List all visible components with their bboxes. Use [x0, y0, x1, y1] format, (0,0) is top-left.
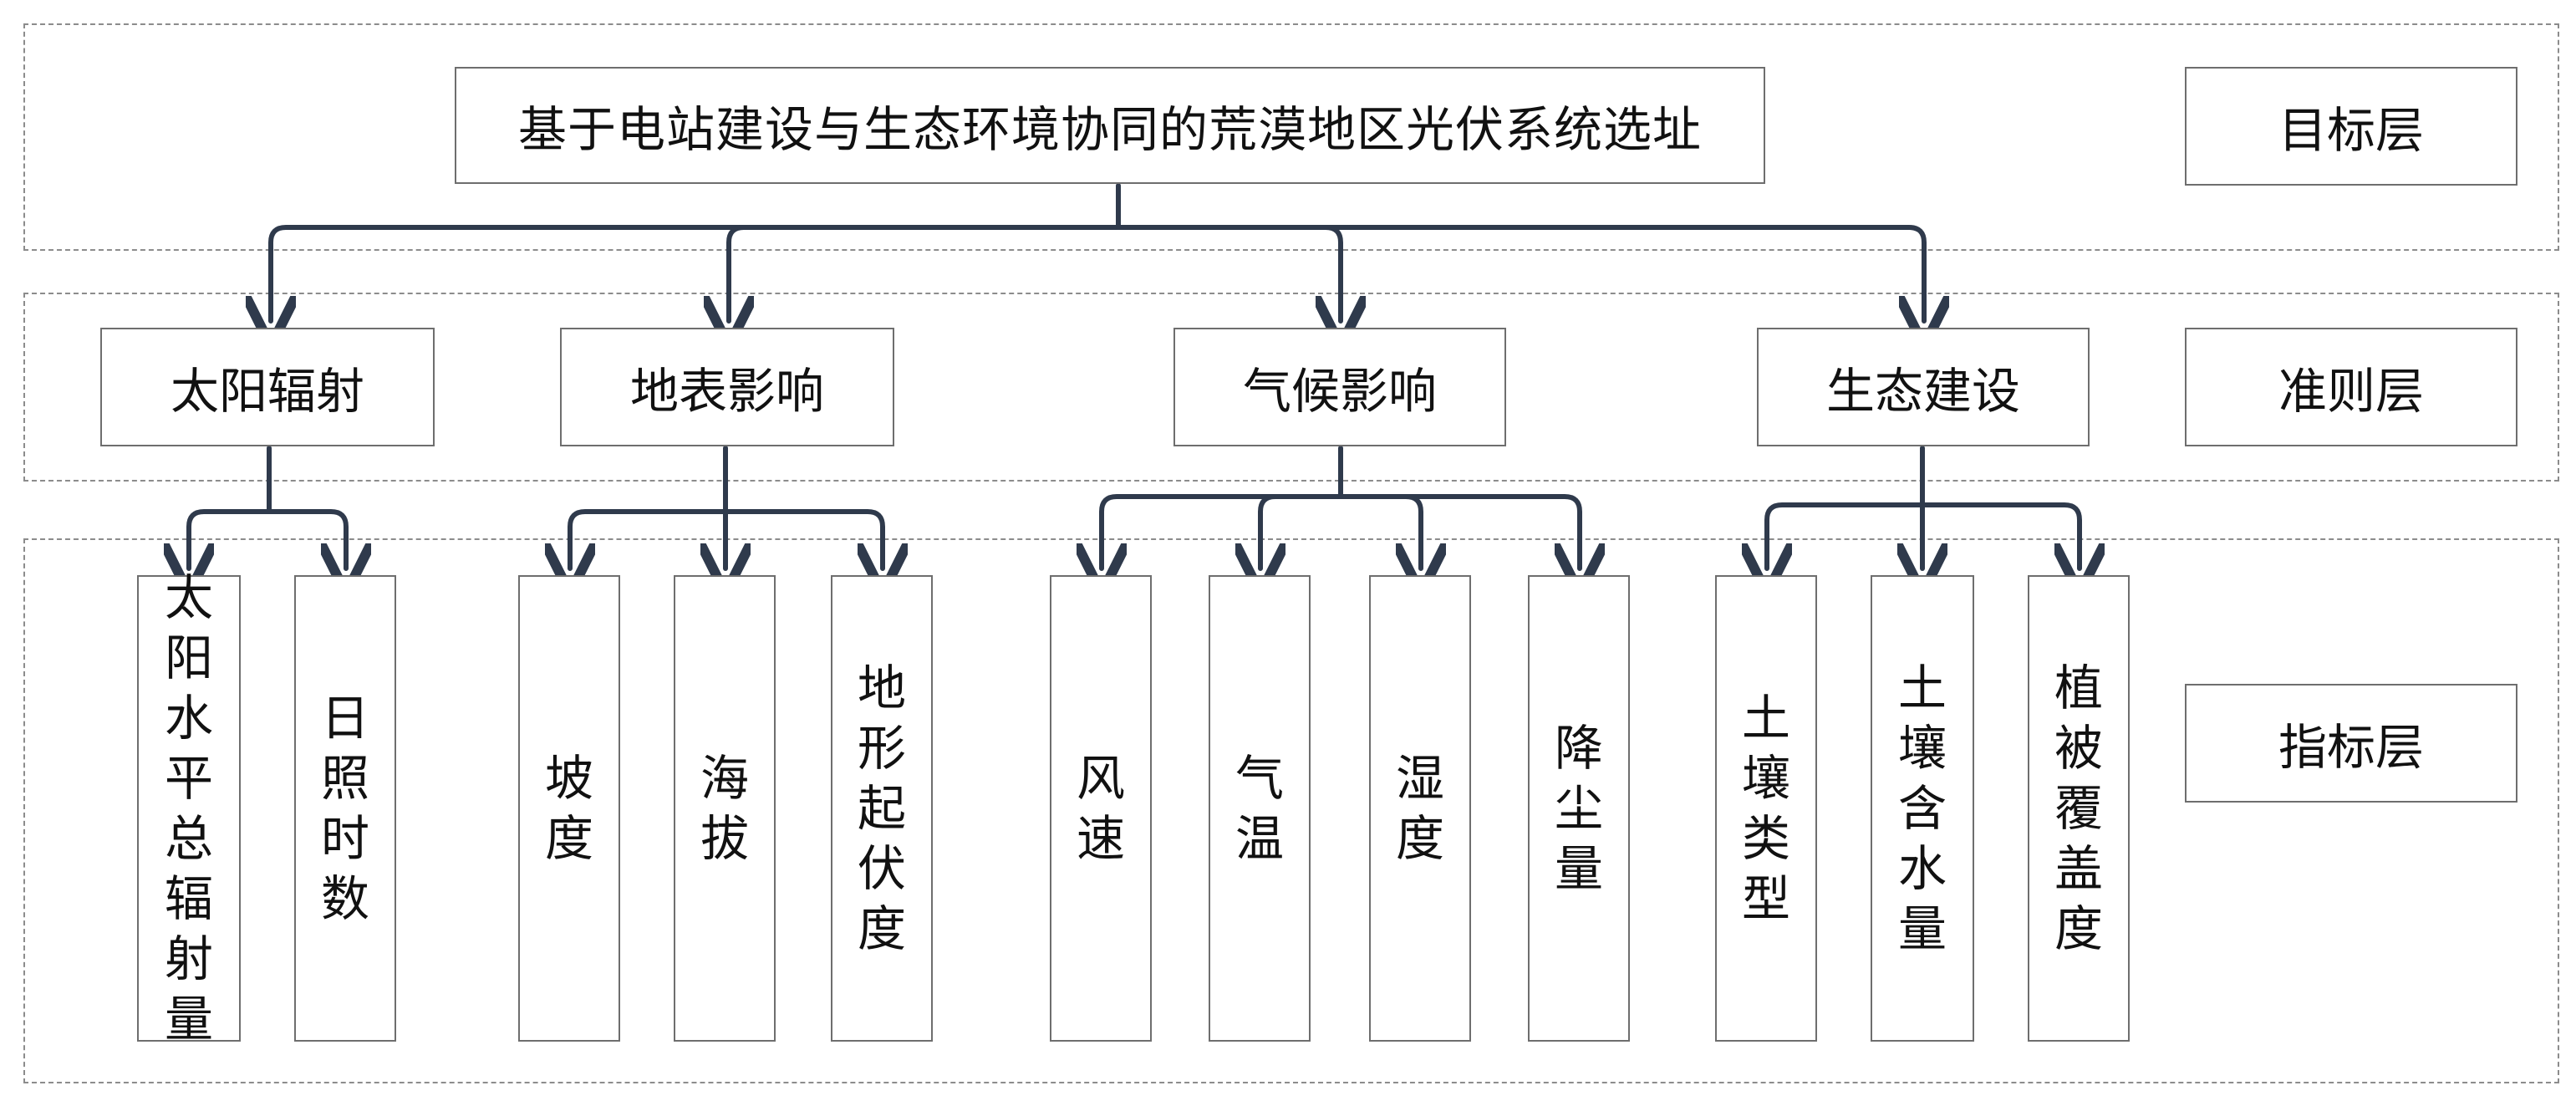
- criteria-layer-frame: [23, 293, 2559, 482]
- indicator-box: 土壤类型: [1715, 575, 1817, 1042]
- eco-to-indicator-arrow: [1920, 502, 2080, 568]
- surface-to-indicator-arrow: [723, 509, 883, 568]
- criterion-climate-box: 气候影响: [1173, 328, 1506, 446]
- criterion-solar-box: 太阳辐射: [100, 328, 435, 446]
- goal-to-criterion-arrow: [729, 225, 1121, 321]
- indicator-box: 风速: [1050, 575, 1152, 1042]
- eco-to-indicator-arrow: [1767, 502, 1925, 568]
- criterion-surface-box: 地表影响: [560, 328, 894, 446]
- indicator-layer-label: 指标层: [2185, 684, 2517, 803]
- goal-to-criterion-arrow: [1116, 225, 1924, 321]
- goal-box: 基于电站建设与生态环境协同的荒漠地区光伏系统选址: [455, 67, 1765, 184]
- indicator-box: 日照时数: [294, 575, 396, 1042]
- goal-text: 基于电站建设与生态环境协同的荒漠地区光伏系统选址: [517, 101, 1702, 158]
- climate-to-indicator-arrow: [1338, 494, 1421, 568]
- goal-layer-frame: [23, 23, 2559, 251]
- goal-to-criterion-arrow: [1116, 225, 1341, 321]
- solar-to-indicator-arrow: [267, 509, 346, 568]
- indicator-box: 太阳水平总辐射量: [137, 569, 241, 1047]
- goal-to-criterion-arrow: [271, 225, 1121, 321]
- indicator-box: 气温: [1209, 575, 1311, 1042]
- criteria-layer-label: 准则层: [2185, 328, 2517, 446]
- indicator-box: 土壤含水量: [1871, 575, 1974, 1042]
- solar-to-indicator-arrow: [189, 509, 272, 568]
- indicator-box: 湿度: [1369, 575, 1471, 1042]
- indicator-box: 坡度: [518, 575, 620, 1042]
- indicator-layer-frame: [23, 538, 2559, 1083]
- climate-to-indicator-arrow: [1102, 494, 1343, 568]
- indicator-box: 降尘量: [1528, 575, 1630, 1042]
- indicator-box: 植被覆盖度: [2028, 575, 2130, 1042]
- indicator-box: 地形起伏度: [831, 575, 933, 1042]
- climate-to-indicator-arrow: [1338, 494, 1580, 568]
- criterion-eco-box: 生态建设: [1757, 328, 2090, 446]
- indicator-box: 海拔: [674, 575, 776, 1042]
- goal-layer-label: 目标层: [2185, 67, 2517, 186]
- surface-to-indicator-arrow: [570, 509, 728, 568]
- climate-to-indicator-arrow: [1260, 494, 1343, 568]
